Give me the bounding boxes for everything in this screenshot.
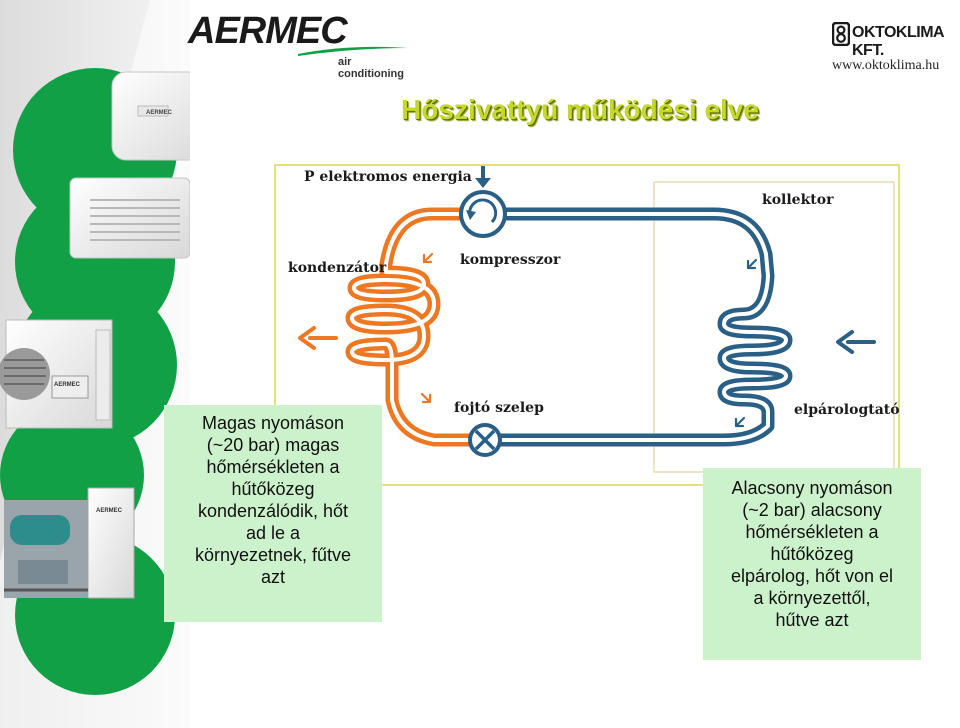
wall-unit-photo bbox=[70, 178, 190, 258]
product-photo-strip: AERMEC AERMEC AERMEC bbox=[0, 0, 190, 728]
chiller-unit-photo: AERMEC bbox=[4, 488, 134, 598]
callout-line: ad le a bbox=[164, 522, 382, 544]
callout-line: Magas nyomáson bbox=[164, 412, 382, 434]
callout-high-pressure: Magas nyomáson (~20 bar) magas hőmérsékl… bbox=[164, 405, 382, 622]
callout-line: Alacsony nyomáson bbox=[703, 477, 921, 499]
callout-line: (~20 bar) magas bbox=[164, 434, 382, 456]
callout-line: azt bbox=[164, 566, 382, 588]
svg-text:AERMEC: AERMEC bbox=[54, 382, 81, 388]
label-collector: kollektor bbox=[762, 192, 834, 208]
aermec-tagline: air conditioning bbox=[338, 56, 418, 80]
callout-line: kondenzálódik, hőt bbox=[164, 500, 382, 522]
callout-line: környezetnek, fűtve bbox=[164, 544, 382, 566]
callout-line: hűtve azt bbox=[703, 609, 921, 631]
label-energy: P elektromos energia bbox=[304, 169, 472, 185]
oktoklima-website-link[interactable]: www.oktoklima.hu bbox=[832, 58, 939, 74]
callout-line: hőmérsékleten a bbox=[164, 456, 382, 478]
callout-line: hűtőközeg bbox=[164, 478, 382, 500]
callout-line: (~2 bar) alacsony bbox=[703, 499, 921, 521]
callout-line: a környezettől, bbox=[703, 587, 921, 609]
oktoklima-logo: OKTOKLIMA KFT. bbox=[832, 22, 957, 52]
label-throttle: fojtó szelep bbox=[454, 400, 544, 416]
compressor-symbol bbox=[461, 192, 505, 236]
oktoklima-mark bbox=[832, 22, 850, 46]
aermec-logo: AERMEC air conditioning bbox=[188, 8, 418, 74]
indoor-unit-photo: AERMEC bbox=[112, 72, 190, 160]
oktoklima-logo-text: OKTOKLIMA KFT. bbox=[852, 24, 957, 60]
callout-line: hűtőközeg bbox=[703, 543, 921, 565]
label-evaporator: elpárologtató bbox=[794, 402, 900, 418]
slide-title: Hőszivattyú működési elve bbox=[250, 94, 910, 126]
outdoor-unit-photo: AERMEC bbox=[0, 320, 112, 428]
callout-line: elpárolog, hőt von el bbox=[703, 565, 921, 587]
svg-text:AERMEC: AERMEC bbox=[96, 508, 123, 514]
callout-line: hőmérsékleten a bbox=[703, 521, 921, 543]
throttle-valve-symbol bbox=[470, 425, 500, 455]
label-condenser: kondenzátor bbox=[288, 260, 387, 276]
svg-text:AERMEC: AERMEC bbox=[146, 110, 173, 116]
callout-low-pressure: Alacsony nyomáson (~2 bar) alacsony hőmé… bbox=[703, 468, 921, 660]
label-compressor: kompresszor bbox=[460, 252, 561, 268]
